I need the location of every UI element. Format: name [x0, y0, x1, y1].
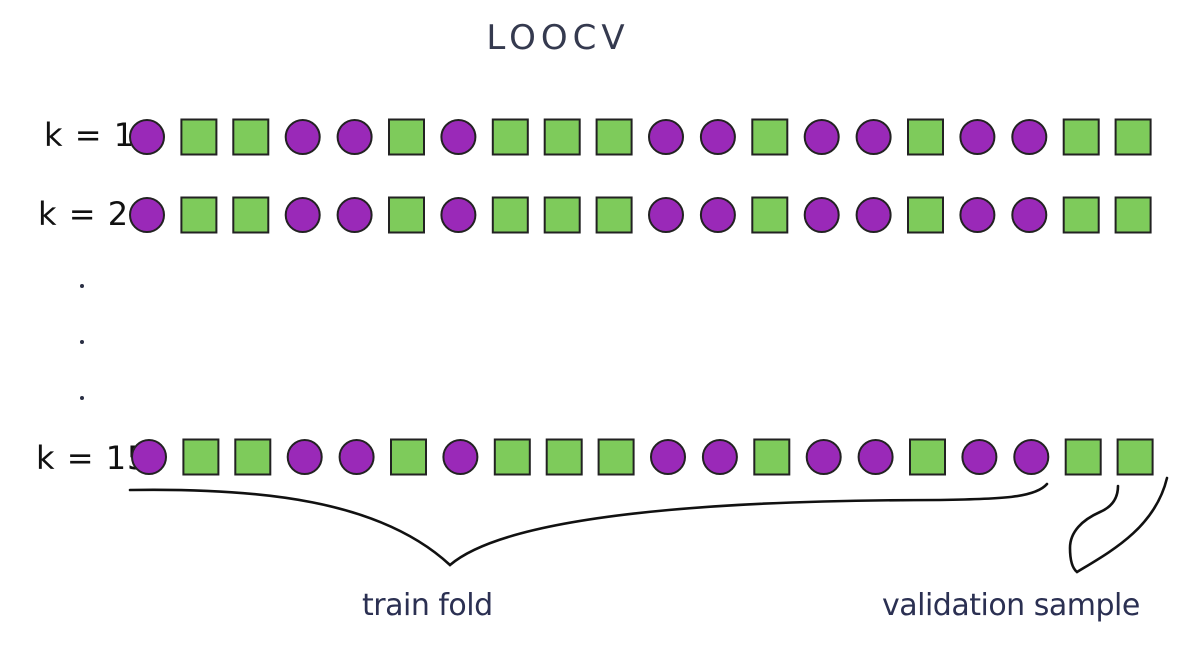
sample-square — [595, 196, 633, 234]
fold-rows — [129, 118, 1154, 476]
sample-circle — [338, 439, 375, 475]
sample-square — [182, 438, 220, 476]
validation-sample-label: validation sample — [882, 588, 1140, 623]
sample-square — [543, 196, 581, 234]
sample-square — [180, 196, 218, 234]
sample-circle — [336, 119, 373, 155]
sample-square — [491, 118, 529, 156]
sample-circle — [648, 197, 684, 233]
sample-circle — [129, 119, 165, 155]
sample-square — [388, 196, 425, 234]
sample-circle — [701, 439, 738, 475]
sample-square — [491, 196, 529, 234]
sample-square — [232, 118, 270, 156]
sample-square — [234, 438, 272, 476]
sample-square — [1062, 196, 1100, 234]
sample-circle — [650, 439, 686, 475]
sample-circle — [855, 119, 892, 155]
row-label-k15: k = 15 — [36, 439, 149, 477]
sample-square — [907, 196, 944, 234]
ellipsis-dot-3 — [80, 396, 84, 400]
sample-circle — [131, 439, 167, 475]
ellipsis-dot-2 — [80, 340, 84, 344]
sample-square — [751, 118, 789, 156]
sample-circle — [440, 197, 477, 233]
sample-circle — [284, 197, 321, 233]
train-fold-label: train fold — [362, 588, 493, 623]
sample-square — [753, 438, 791, 476]
sample-circle — [961, 439, 998, 475]
sample-square — [493, 438, 531, 476]
sample-circle — [803, 197, 840, 233]
sample-square — [545, 438, 583, 476]
sample-circle — [699, 197, 736, 233]
sample-circle — [855, 197, 892, 233]
sample-circle — [803, 119, 840, 155]
sample-square — [909, 438, 946, 476]
sample-square — [595, 118, 633, 156]
sample-square — [597, 438, 635, 476]
sample-circle — [857, 439, 894, 475]
sample-square — [180, 118, 218, 156]
fold-row-1 — [129, 118, 1152, 156]
diagram-title: LOOCV — [486, 18, 630, 58]
sample-square — [1114, 196, 1152, 234]
train-fold-brace — [128, 482, 1049, 567]
sample-square — [751, 196, 789, 234]
sample-square — [1062, 118, 1100, 156]
sample-square — [388, 118, 425, 156]
sample-circle — [805, 439, 842, 475]
ellipsis-dot-1 — [80, 284, 84, 288]
sample-circle — [1011, 119, 1048, 155]
validation-sample-brace — [1068, 476, 1169, 574]
fold-row-3 — [131, 438, 1154, 476]
sample-circle — [442, 439, 479, 475]
sample-circle — [286, 439, 323, 475]
sample-square — [907, 118, 944, 156]
sample-circle — [699, 119, 736, 155]
sample-circle — [1011, 197, 1048, 233]
fold-row-2 — [129, 196, 1152, 234]
sample-circle — [959, 197, 996, 233]
sample-circle — [336, 197, 373, 233]
sample-square — [543, 118, 581, 156]
sample-square — [1064, 438, 1102, 476]
sample-circle — [440, 119, 477, 155]
sample-square — [390, 438, 427, 476]
row-label-k2: k = 2 — [38, 195, 130, 233]
sample-circle — [129, 197, 165, 233]
sample-circle — [648, 119, 684, 155]
sample-square — [1114, 118, 1152, 156]
row-label-k1: k = 1 — [44, 116, 136, 154]
sample-circle — [1013, 439, 1050, 475]
sample-square — [1116, 438, 1154, 476]
sample-circle — [959, 119, 996, 155]
sample-square — [232, 196, 270, 234]
sample-circle — [284, 119, 321, 155]
